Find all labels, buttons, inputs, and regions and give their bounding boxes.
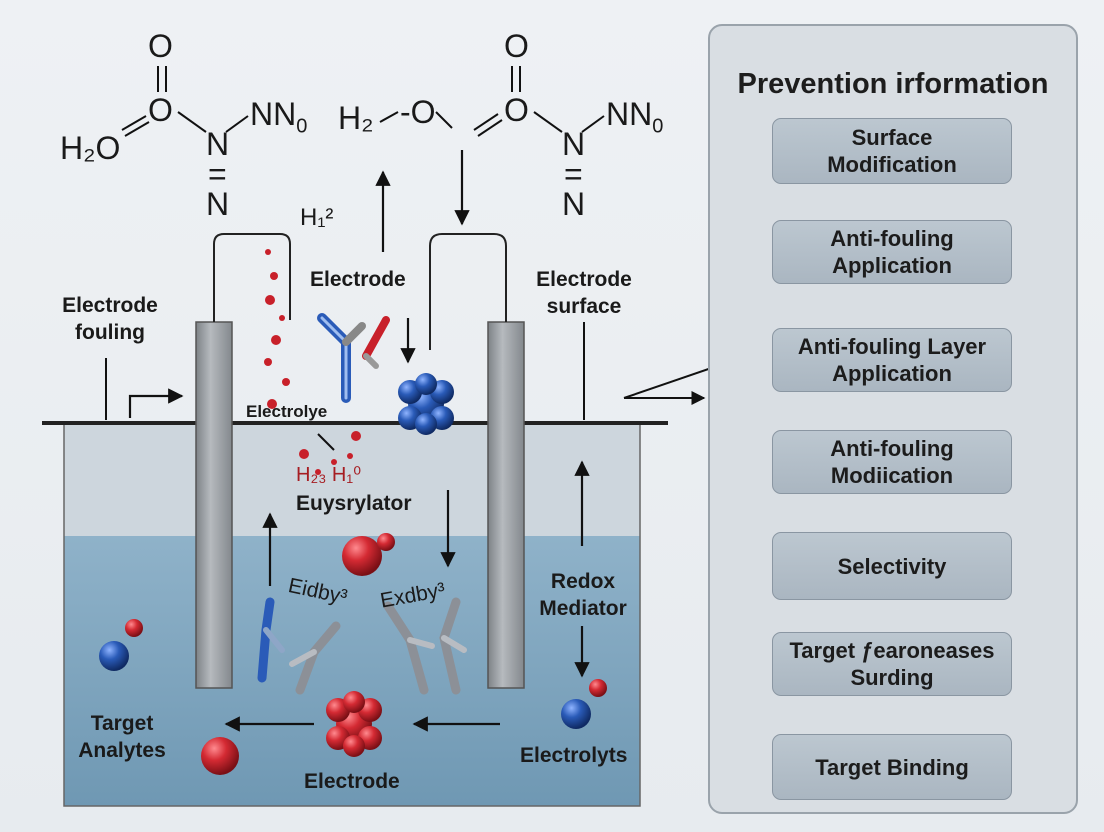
- tank-upper-layer: [64, 424, 640, 536]
- right-o-top: O: [504, 28, 529, 64]
- antibody-red-top: [362, 316, 390, 369]
- droplet: [347, 453, 353, 459]
- h1-2: H₁²: [300, 204, 334, 231]
- left-eq: =: [208, 156, 227, 192]
- droplet: [331, 459, 337, 465]
- droplet: [271, 335, 281, 345]
- left-n1: N: [206, 126, 230, 162]
- connector: [317, 433, 335, 451]
- tank-solution: [64, 536, 640, 806]
- left-h2o: H₂O: [60, 130, 121, 166]
- blue-particle-right: [561, 699, 591, 729]
- right-molecule-bonds: [379, 66, 605, 137]
- right-o-mid: O: [504, 92, 529, 128]
- right-h2: H₂: [338, 100, 374, 136]
- droplet: [270, 272, 278, 280]
- right-wire: [429, 233, 507, 350]
- label-electrode-surface: Electrode surface: [536, 268, 632, 318]
- left-o-mid: O: [148, 92, 173, 128]
- step-target-surding: Target ƒеaroneases Surding: [772, 632, 1012, 696]
- left-nn-sub: 0: [296, 115, 308, 138]
- red-protein-bottom: [326, 691, 382, 757]
- left-wire: [213, 233, 291, 322]
- step-anti-fouling-application: Anti-fouling Application: [772, 220, 1012, 284]
- blue-particle-left: [99, 641, 129, 671]
- antibody-blue-top: [317, 313, 366, 403]
- left-n2: N: [206, 186, 230, 222]
- left-molecule-bonds: [121, 66, 249, 137]
- red-particle-left-small: [125, 619, 143, 637]
- red-particle-right-small: [589, 679, 607, 697]
- blue-protein: [398, 373, 454, 435]
- antibody-blue-solution: [257, 597, 285, 683]
- droplet: [265, 249, 271, 255]
- right-n1: N: [562, 126, 586, 162]
- step-anti-fouling-modiication: Anti-fouling Modiication: [772, 430, 1012, 494]
- label-redox-mediator: Redox Mediator: [539, 570, 627, 620]
- droplet: [279, 315, 285, 321]
- label-electrolyts: Electrolyts: [520, 744, 628, 767]
- right-n2: N: [562, 186, 586, 222]
- red-droplets: [264, 249, 361, 475]
- red-particle-small: [377, 533, 395, 551]
- right-electrode-rod: [487, 321, 525, 689]
- antibody-gray-solution-1: [289, 621, 341, 695]
- arrow-fouling: [128, 388, 184, 418]
- step-surface-modification: Surface Modification: [772, 118, 1012, 184]
- droplet: [264, 358, 272, 366]
- right-dash-o: -O: [400, 94, 436, 130]
- label-electrolye: Electrolye: [246, 402, 328, 421]
- droplet: [351, 431, 361, 441]
- label-electrode-top: Electrode: [310, 268, 406, 291]
- label-target-analytes: Target Analytes: [78, 712, 166, 762]
- step-anti-fouling-layer-application: Anti-fouling Layer Application: [772, 328, 1012, 392]
- droplet: [265, 295, 275, 305]
- droplet: [315, 469, 321, 475]
- antibody-gray-solution-2: [383, 601, 435, 695]
- antibody-gray-solution-3: [439, 597, 467, 695]
- step-target-binding: Target Binding: [772, 734, 1012, 800]
- right-nn-sub: 0: [652, 115, 664, 138]
- left-nn: NN0: [250, 96, 307, 144]
- left-o-top: O: [148, 28, 173, 64]
- droplet: [267, 399, 277, 409]
- droplet: [299, 449, 309, 459]
- red-particle-bottom-left: [201, 737, 239, 775]
- left-nn-text: NN: [250, 96, 297, 132]
- right-nn: NN0: [606, 96, 663, 144]
- red-particle-large: [342, 536, 382, 576]
- droplet: [282, 378, 290, 386]
- label-h23-h1: H₂₃ H₁⁰: [296, 464, 362, 486]
- label-euysrylator: Euysrylator: [296, 492, 412, 515]
- panel-title: Prevention irformation: [737, 68, 1049, 100]
- left-electrode-rod: [195, 321, 233, 689]
- label-electrode-bottom: Electrode: [304, 770, 400, 793]
- right-nn-text: NN: [606, 96, 653, 132]
- label-electrode-fouling: Electrode fouling: [62, 294, 158, 344]
- step-selectivity: Selectivity: [772, 532, 1012, 600]
- right-eq: =: [564, 156, 583, 192]
